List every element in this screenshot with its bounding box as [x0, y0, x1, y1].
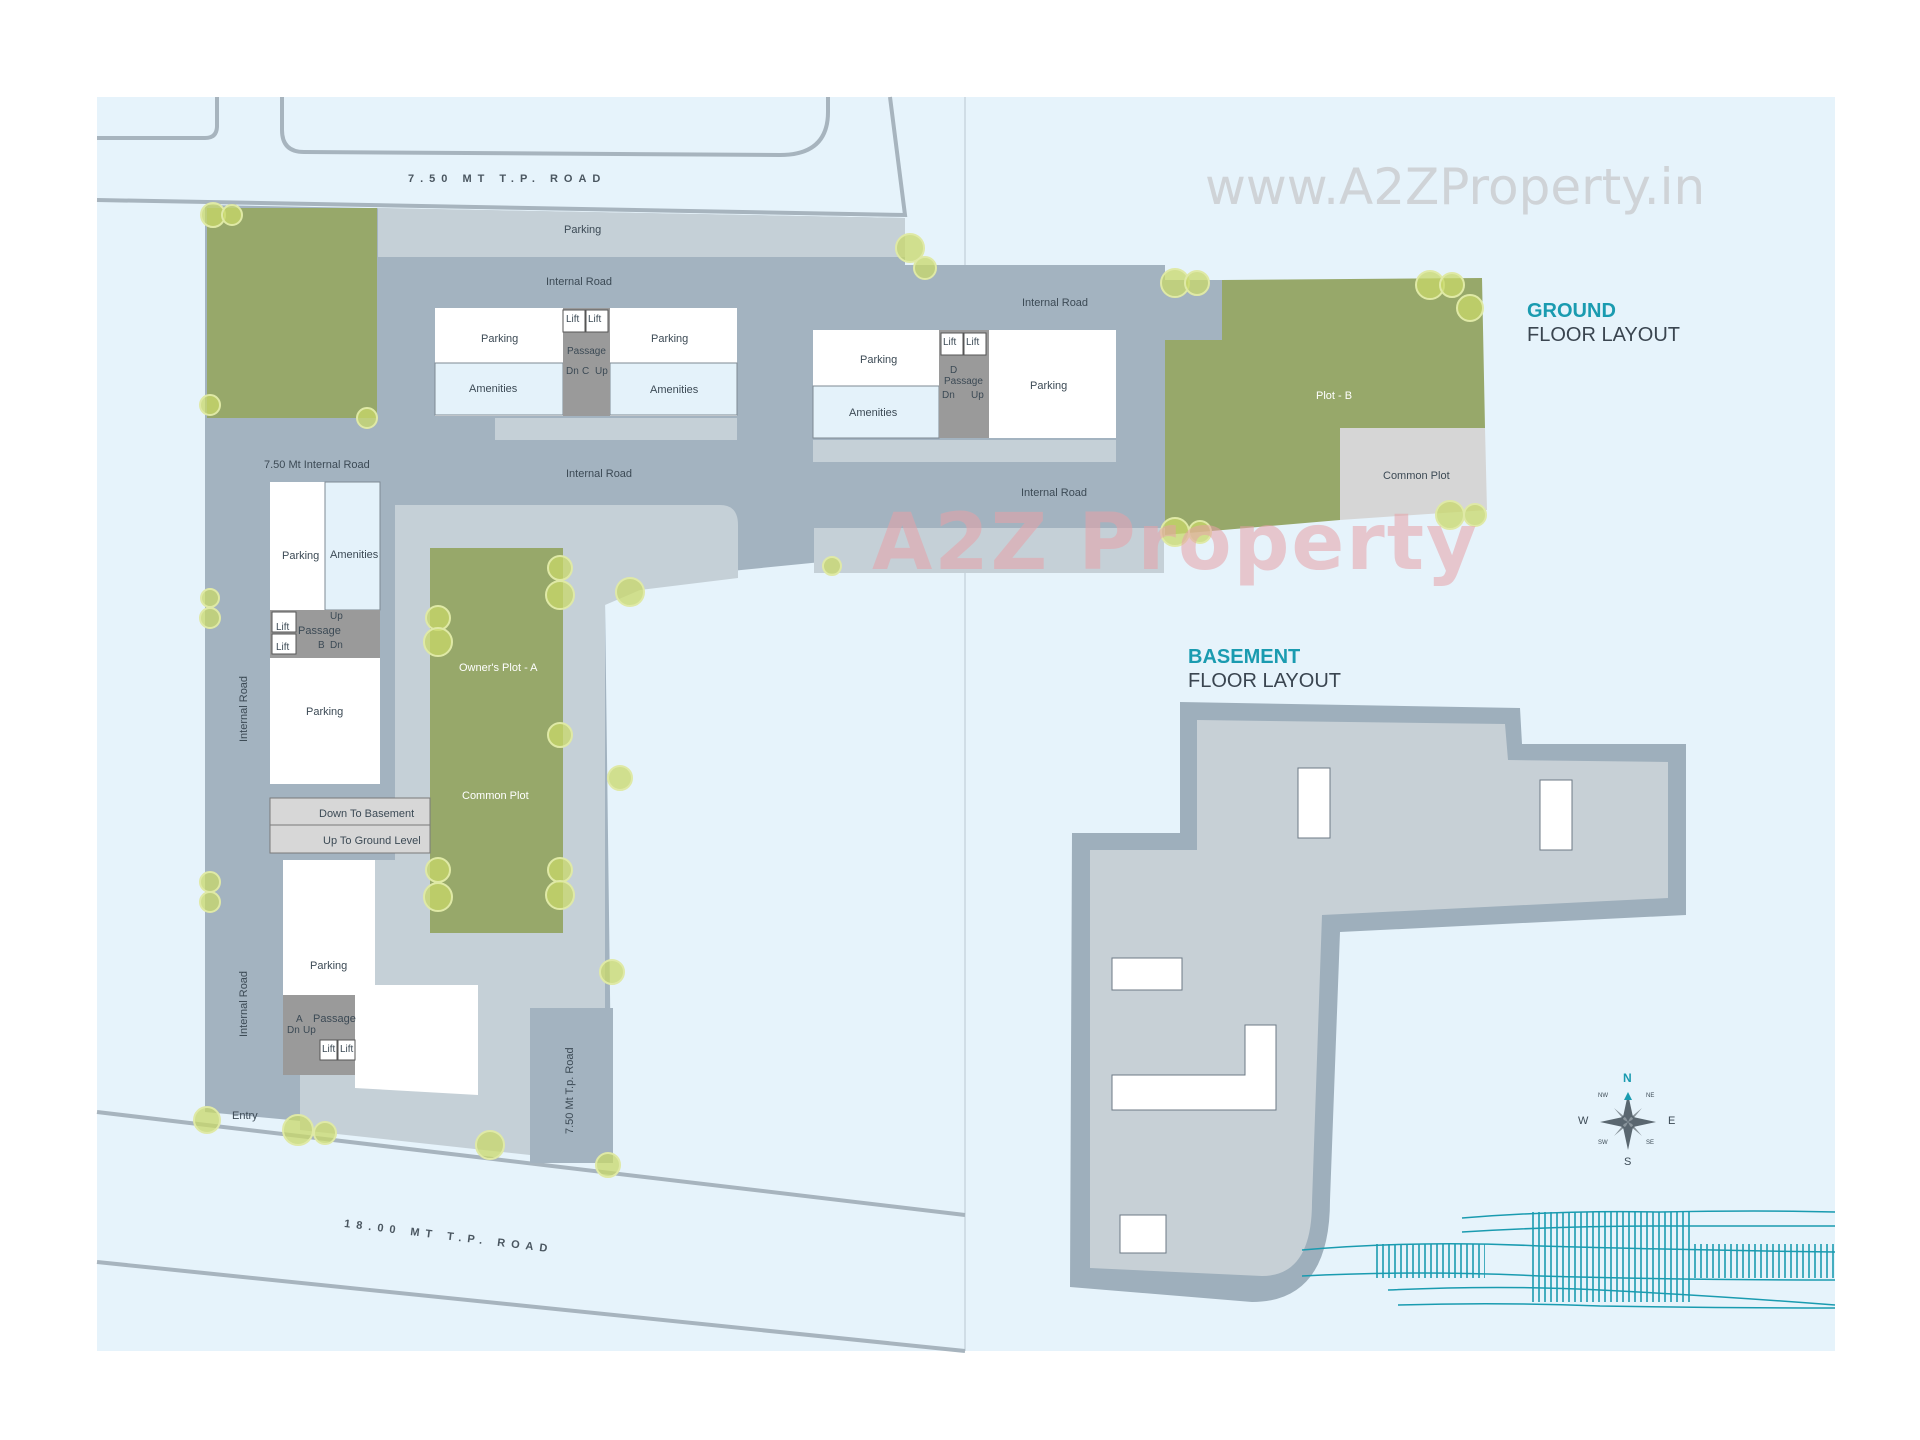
block-a [283, 860, 478, 1095]
trees [193, 202, 1487, 1178]
bottom-road-edge-2 [96, 1260, 966, 1353]
plot-b-area [1165, 278, 1485, 535]
green-plot-top-left [207, 208, 377, 418]
top-road-curb-right [280, 97, 830, 158]
owners-plot-a-area [430, 548, 563, 933]
top-parking-strip [378, 208, 905, 257]
basement-cores [1111, 767, 1573, 1254]
right-bottom-lane [814, 528, 1164, 573]
basement-floor [1090, 720, 1668, 1276]
top-road-edge [96, 96, 908, 218]
block-b [270, 481, 381, 784]
tp-road-strip [530, 1008, 613, 1163]
block-c [434, 308, 738, 440]
common-plot-b-area [1340, 428, 1487, 520]
compass [1600, 1092, 1656, 1150]
top-road-curb-left [97, 97, 219, 140]
wave-hatch [1375, 1212, 1835, 1302]
bottom-road-edge-1 [96, 1110, 966, 1217]
block-d [812, 330, 1116, 462]
